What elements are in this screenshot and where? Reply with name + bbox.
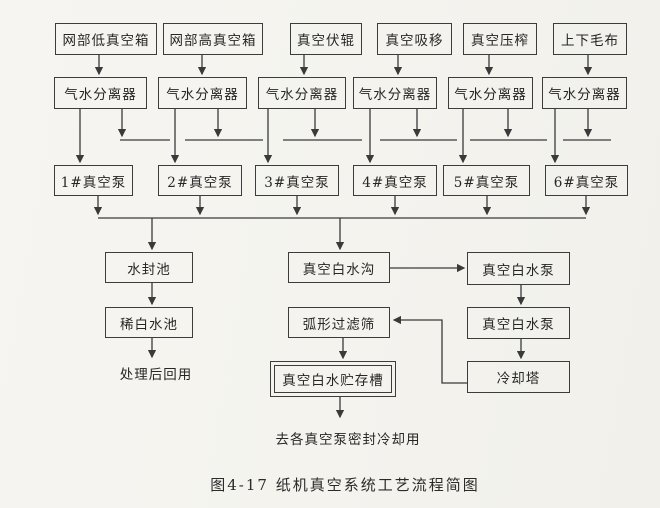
node-separator-2: 气水分离器 [158,77,247,109]
node-vacuum-pump-4: 4#真空泵 [353,165,437,196]
note-to-pump-seal-cooling: 去各真空泵密封冷却用 [275,432,421,448]
node-vacuum-white-water-ditch: 真空白水沟 [288,252,390,283]
node-vacuum-pump-1: 1#真空泵 [54,165,133,196]
node-white-water-pump-a: 真空白水泵 [467,252,570,285]
node-separator-6: 气水分离器 [542,77,627,109]
node-separator-1: 气水分离器 [54,77,147,109]
node-cooling-tower: 冷却塔 [467,361,570,393]
node-white-water-pump-b: 真空白水泵 [467,307,570,339]
node-vacuum-pump-5: 5#真空泵 [443,165,530,196]
node-dilute-white-water-pool: 稀白水池 [105,307,193,338]
node-arc-filter-screen: 弧形过滤筛 [288,307,390,338]
node-wire-low-vacuum-box: 网部低真空箱 [55,23,157,55]
node-vacuum-pickup: 真空吸移 [377,23,452,55]
node-white-water-storage-tank: 真空白水贮存槽 [270,361,396,397]
node-vacuum-pump-2: 2#真空泵 [158,165,242,196]
node-vacuum-pump-3: 3#真空泵 [255,165,339,196]
node-water-seal-pool: 水封池 [105,252,193,283]
node-top-bottom-felt: 上下毛布 [553,23,627,55]
node-vacuum-press: 真空压榨 [463,23,537,55]
note-reuse-after-treatment: 处理后回用 [119,367,193,383]
node-vacuum-couch-roll: 真空伏辊 [290,23,362,55]
figure-caption: 图4-17 纸机真空系统工艺流程简图 [210,476,480,494]
node-vacuum-pump-6: 6#真空泵 [545,165,628,196]
node-wire-high-vacuum-box: 网部高真空箱 [163,23,263,55]
node-separator-3: 气水分离器 [258,77,346,109]
node-separator-5: 气水分离器 [448,77,533,109]
node-separator-4: 气水分离器 [353,77,437,109]
